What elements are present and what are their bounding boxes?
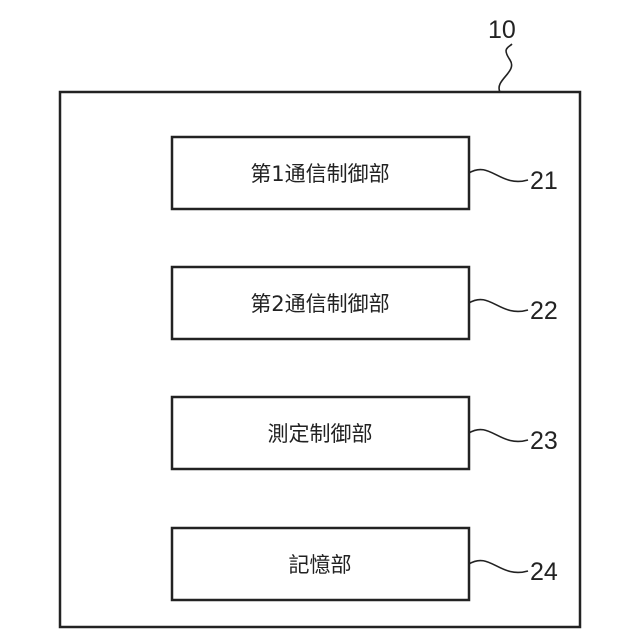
block-ref-number: 22: [530, 297, 558, 325]
block-label: 測定制御部: [268, 422, 373, 446]
block-second-comm-control: 第2通信制御部 22: [172, 267, 558, 339]
device-ref-number: 10: [488, 16, 516, 44]
block-leader-line: [469, 170, 528, 182]
block-label: 第1通信制御部: [250, 162, 389, 186]
block-leader-line: [469, 300, 528, 312]
block-ref-number: 23: [530, 427, 558, 455]
block-first-comm-control: 第1通信制御部 21: [172, 137, 558, 209]
block-leader-line: [469, 561, 528, 573]
block-measurement-control: 測定制御部 23: [172, 397, 558, 469]
block-ref-number: 24: [530, 558, 558, 586]
block-ref-number: 21: [530, 167, 558, 195]
device-leader-line: [499, 44, 512, 92]
block-label: 記憶部: [289, 553, 352, 577]
block-leader-line: [469, 430, 528, 442]
block-storage: 記憶部 24: [172, 528, 558, 600]
block-label: 第2通信制御部: [250, 292, 389, 316]
